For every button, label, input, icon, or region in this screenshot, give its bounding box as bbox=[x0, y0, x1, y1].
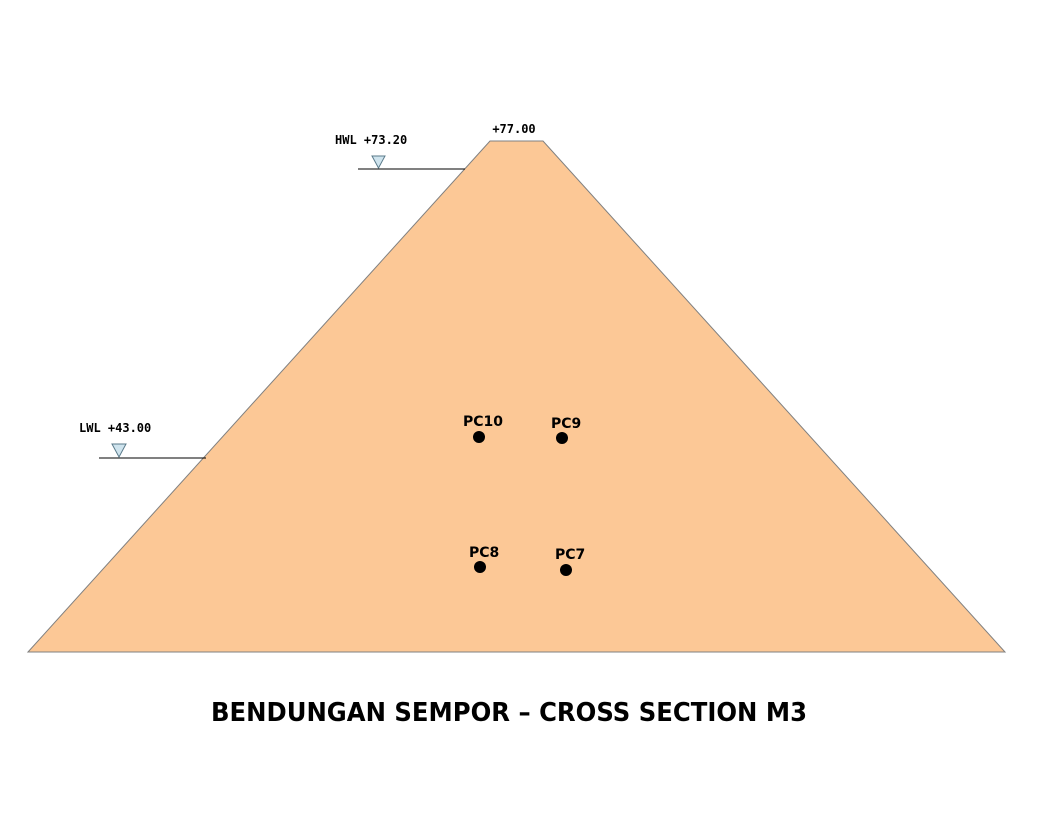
hwl-label: HWL +73.20 bbox=[335, 133, 407, 147]
diagram-title: BENDUNGAN SEMPOR – CROSS SECTION M3 bbox=[211, 698, 807, 728]
piezometer-label: PC8 bbox=[469, 545, 499, 561]
piezometer-label: PC10 bbox=[463, 414, 503, 430]
crest-elevation-label: +77.00 bbox=[492, 122, 535, 136]
water-level-triangle-icon bbox=[111, 443, 127, 459]
piezometer-pc9: PC9 bbox=[551, 416, 581, 444]
piezometer-label: PC9 bbox=[551, 416, 581, 432]
water-level-triangle-icon bbox=[371, 155, 386, 170]
piezometer-marker bbox=[560, 564, 572, 576]
piezometer-pc7: PC7 bbox=[555, 547, 585, 576]
hwl-indicator: HWL +73.20 bbox=[335, 133, 465, 170]
piezometer-pc10: PC10 bbox=[463, 414, 503, 443]
lwl-indicator: LWL +43.00 bbox=[79, 421, 206, 459]
dam-embankment bbox=[26, 140, 1007, 653]
piezometer-label: PC7 bbox=[555, 547, 585, 563]
piezometer-marker bbox=[556, 432, 568, 444]
piezometer-marker bbox=[474, 561, 486, 573]
lwl-label: LWL +43.00 bbox=[79, 421, 151, 435]
piezometer-pc8: PC8 bbox=[469, 545, 499, 573]
piezometer-marker bbox=[473, 431, 485, 443]
